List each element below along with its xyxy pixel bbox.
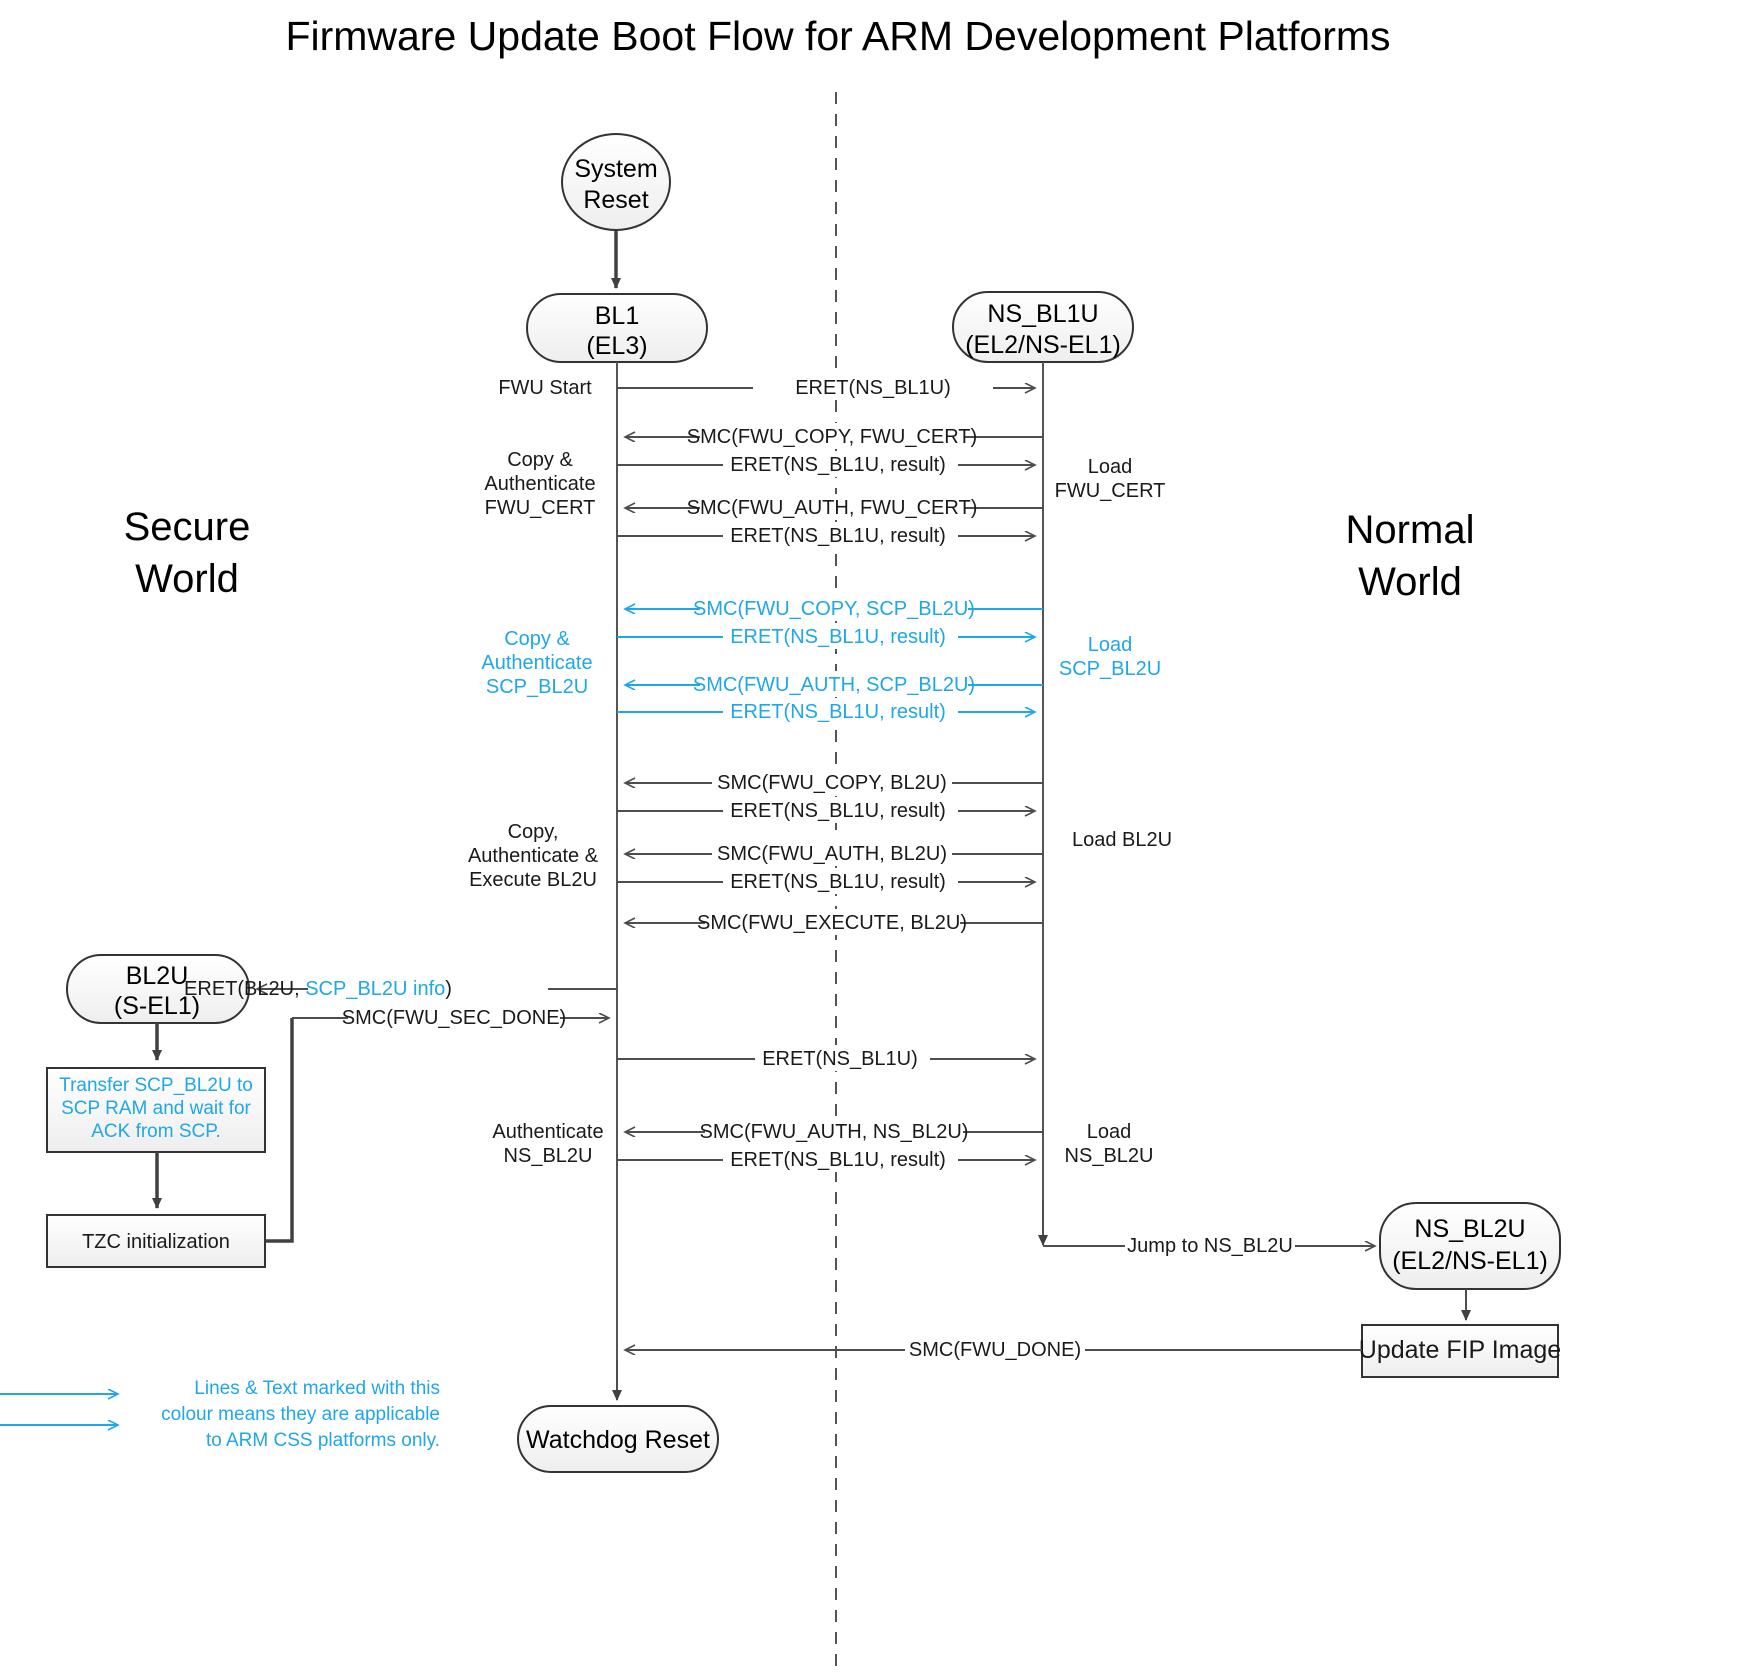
msg-label-2: ERET(NS_BL1U, result) (730, 454, 946, 476)
node-bl1-line1: BL1 (595, 302, 639, 330)
process-update-fip-label: Update FIP Image (1359, 1336, 1561, 1364)
node-watchdog-reset-label: Watchdog Reset (526, 1426, 710, 1454)
side-label-copyauthcert-2: Authenticate (484, 473, 595, 495)
side-label-copyauthexec-2: Authenticate & (468, 845, 599, 867)
msg-bg-8 (723, 698, 958, 724)
node-system-reset[interactable] (561, 133, 671, 231)
msg-bg-15 (755, 1045, 930, 1071)
process-box-transfer-scp[interactable] (46, 1067, 266, 1153)
msg-bg-18 (1125, 1232, 1295, 1258)
side-label-load-fwucert-1: Load (1088, 456, 1133, 478)
connector-tzc-to-smc-sec-done (265, 1018, 294, 1243)
msg-bg-11 (712, 840, 952, 866)
msg-label-0: ERET(NS_BL1U) (795, 377, 951, 399)
side-label-copyauthscp-3: SCP_BL2U (486, 676, 588, 698)
msg-label-3: SMC(FWU_AUTH, FWU_CERT) (687, 497, 978, 519)
side-label-copyauthcert-1: Copy & (507, 449, 573, 471)
msg-bg-9 (712, 769, 952, 795)
msg-bg-14 (348, 1004, 560, 1030)
node-ns-bl1u-line1: NS_BL1U (987, 300, 1098, 328)
msg-bg-1 (700, 423, 965, 449)
msg-bg-12 (723, 868, 958, 894)
node-ns-bl2u[interactable] (1379, 1202, 1561, 1290)
node-bl2u-line1: BL2U (126, 962, 189, 990)
msg-bg-5 (700, 595, 968, 621)
msg-bg-7 (700, 671, 968, 697)
process-box-update-fip[interactable] (1361, 1324, 1559, 1378)
legend-line2: colour means they are applicable (161, 1404, 440, 1425)
node-system-reset-line1: System (574, 155, 657, 183)
node-bl1-line2: (EL3) (586, 332, 647, 360)
node-ns-bl2u-line1: NS_BL2U (1414, 1215, 1525, 1243)
side-label-load-nsbl2u-1: Load (1087, 1121, 1132, 1143)
process-box-tzc-init[interactable] (46, 1214, 266, 1268)
msg-label-1: SMC(FWU_COPY, FWU_CERT) (687, 426, 977, 448)
msg-bg-2 (723, 451, 958, 477)
node-ns-bl2u-line2: (EL2/NS-EL1) (1392, 1247, 1548, 1275)
msg-label-6: ERET(NS_BL1U, result) (730, 626, 946, 648)
process-transfer-line1: Transfer SCP_BL2U to (59, 1075, 253, 1096)
side-label-load-nsbl2u-2: NS_BL2U (1065, 1145, 1154, 1167)
side-label-load-scp-2: SCP_BL2U (1059, 658, 1161, 680)
msg-label-18: Jump to NS_BL2U (1127, 1235, 1293, 1257)
msg-label-14: SMC(FWU_SEC_DONE) (342, 1007, 566, 1029)
msg-bg-17 (723, 1146, 958, 1172)
msg-label-11: SMC(FWU_AUTH, BL2U) (717, 843, 947, 865)
msg-label-15: ERET(NS_BL1U) (762, 1048, 918, 1070)
node-system-reset-line2: Reset (583, 186, 648, 214)
node-watchdog-reset[interactable] (517, 1405, 719, 1473)
page-title: Firmware Update Boot Flow for ARM Develo… (285, 13, 1390, 59)
msg-label-9: SMC(FWU_COPY, BL2U) (717, 772, 947, 794)
process-transfer-line3: ACK from SCP. (91, 1121, 221, 1142)
secure-world-label-line1: Secure (124, 505, 251, 549)
msg-label-12: ERET(NS_BL1U, result) (730, 871, 946, 893)
process-tzc-label: TZC initialization (82, 1231, 230, 1253)
side-label-copyauthexec-3: Execute BL2U (469, 869, 597, 891)
node-ns-bl1u-line2: (EL2/NS-EL1) (965, 331, 1121, 359)
msg-bg-4 (723, 522, 958, 548)
msg-bg-19 (905, 1336, 1085, 1362)
side-label-copyauthscp-2: Authenticate (481, 652, 592, 674)
normal-world-label-line1: Normal (1346, 508, 1475, 552)
msg-label-7: SMC(FWU_AUTH, SCP_BL2U) (693, 674, 975, 696)
normal-world-label-line2: World (1358, 560, 1462, 604)
msg-label-10: ERET(NS_BL1U, result) (730, 800, 946, 822)
msg-bg-16 (705, 1118, 963, 1144)
side-label-load-fwucert-2: FWU_CERT (1055, 480, 1166, 502)
side-label-load-bl2u: Load BL2U (1072, 829, 1172, 851)
side-label-load-scp-1: Load (1088, 634, 1133, 656)
msg-label-5: SMC(FWU_COPY, SCP_BL2U) (693, 598, 975, 620)
process-transfer-line2: SCP RAM and wait for (61, 1098, 251, 1119)
msg-label-19: SMC(FWU_DONE) (909, 1339, 1081, 1361)
legend-line1: Lines & Text marked with this (194, 1378, 440, 1399)
msg-label-13: SMC(FWU_EXECUTE, BL2U) (697, 912, 967, 934)
msg-bg-6 (723, 623, 958, 649)
side-label-auth-nsbl2u-2: NS_BL2U (504, 1145, 593, 1167)
msg-label-eret-bl2u: ERET(BL2U, SCP_BL2U info) (184, 978, 452, 1000)
side-label-auth-nsbl2u-1: Authenticate (492, 1121, 603, 1143)
msg-bg-0 (753, 374, 993, 400)
side-label-copyauthexec-1: Copy, (508, 821, 559, 843)
node-bl2u-line2: (S-EL1) (114, 992, 200, 1020)
msg-label-8: ERET(NS_BL1U, result) (730, 701, 946, 723)
msg-label-4: ERET(NS_BL1U, result) (730, 525, 946, 547)
side-label-copyauthcert-3: FWU_CERT (485, 497, 596, 519)
side-label-copyauthscp-1: Copy & (504, 628, 570, 650)
secure-world-label-line2: World (135, 557, 239, 601)
msg-bg-13 (705, 909, 960, 935)
msg-bg-eret-bl2u (308, 975, 548, 1001)
msg-label-17: ERET(NS_BL1U, result) (730, 1149, 946, 1171)
msg-bg-10 (723, 797, 958, 823)
legend-line3: to ARM CSS platforms only. (206, 1430, 440, 1451)
msg-label-16: SMC(FWU_AUTH, NS_BL2U) (700, 1121, 969, 1143)
msg-bg-3 (700, 494, 965, 520)
side-label-fwu-start: FWU Start (498, 377, 592, 399)
